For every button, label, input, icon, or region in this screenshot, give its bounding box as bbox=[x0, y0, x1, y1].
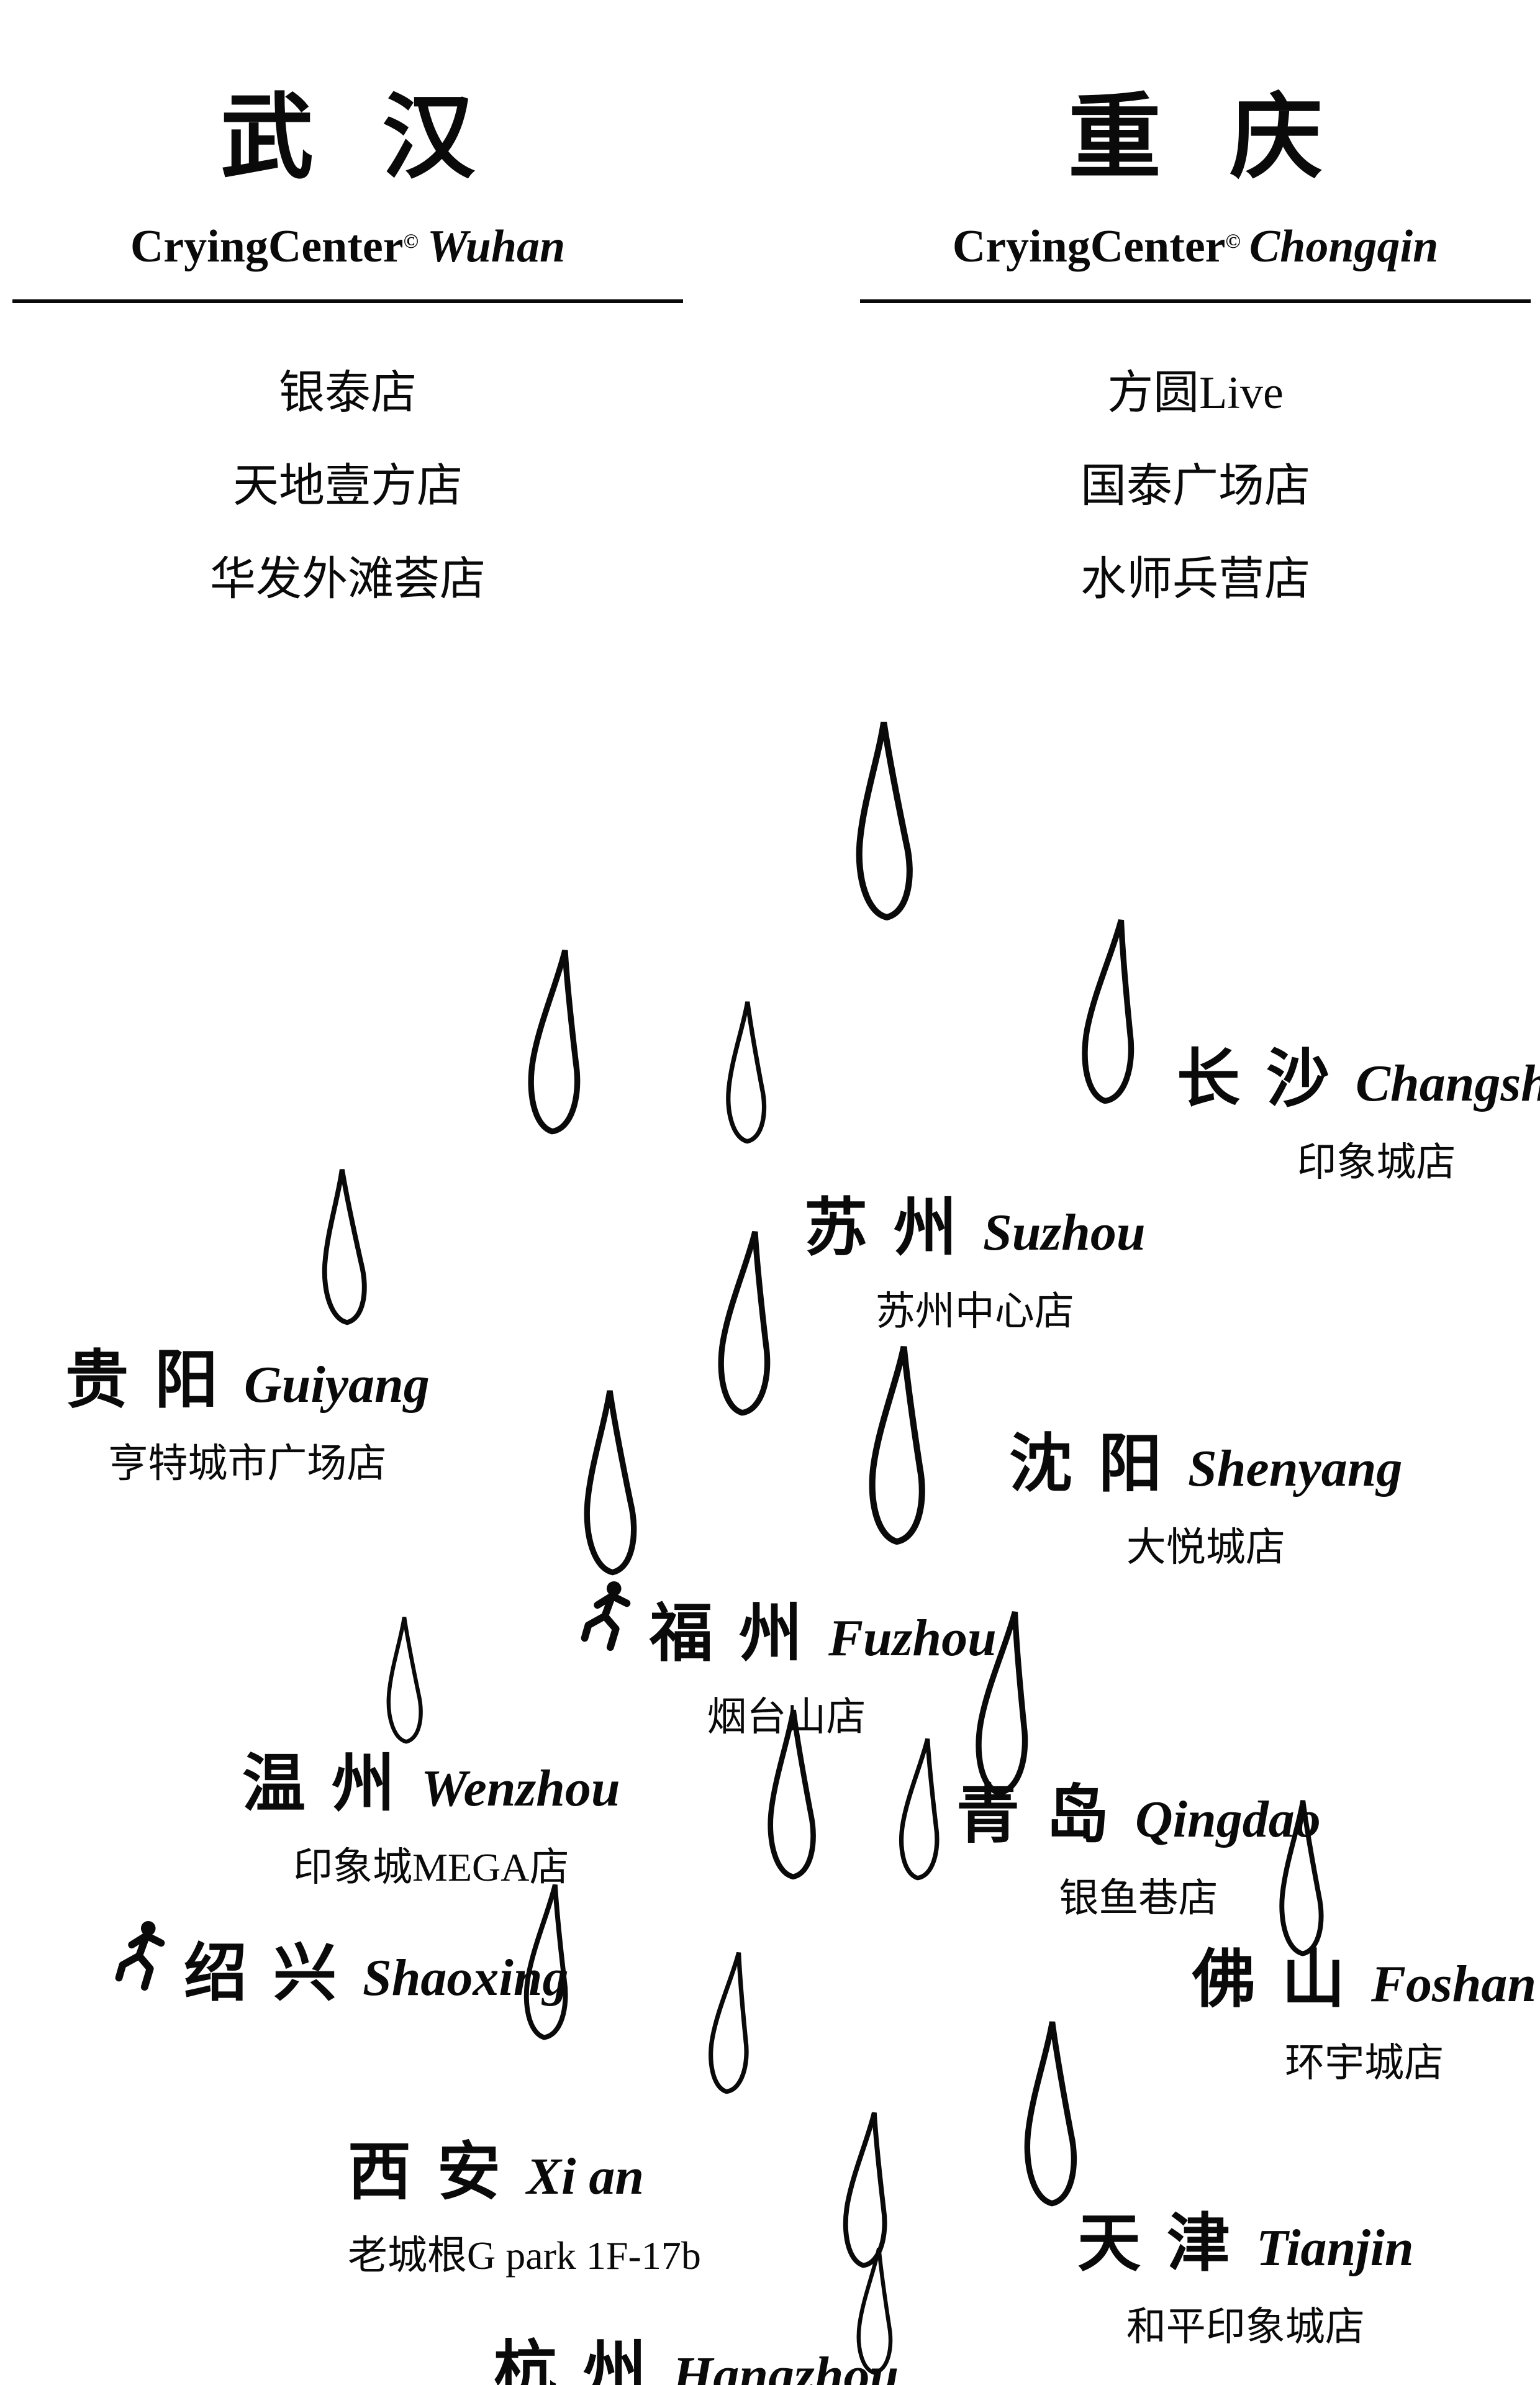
teardrop-icon bbox=[371, 1610, 435, 1750]
brand-city-name: Wuhan bbox=[427, 221, 566, 272]
city-name: 贵阳Guiyang bbox=[65, 1329, 430, 1420]
city-store: 印象城店 bbox=[1297, 1140, 1456, 1184]
city-store: 苏州中心店 bbox=[875, 1289, 1074, 1333]
header-wuhan: 武汉 CryingCenter© Wuhan bbox=[12, 62, 683, 308]
teardrop-icon bbox=[1063, 911, 1156, 1112]
city-name-en: Qingdao bbox=[1135, 1791, 1321, 1848]
city-store: 烟台山店 bbox=[707, 1695, 866, 1739]
city-name-cn: 贵阳 bbox=[65, 1346, 244, 1416]
city-entry-shenyang: 沈阳Shenyang 大悦城店 bbox=[1009, 1413, 1402, 1573]
city-name-en: Changsha bbox=[1356, 1055, 1540, 1112]
city-name: 绍兴Shaoxing bbox=[111, 1922, 569, 2014]
city-entry-guiyang: 贵阳Guiyang 亨特城市广场店 bbox=[65, 1329, 430, 1489]
city-store: 印象城MEGA店 bbox=[293, 1845, 569, 1889]
city-entry-tianjin: 天津Tianjin 和平印象城店 bbox=[1077, 2192, 1414, 2352]
store-list-item: 方圆Live bbox=[1107, 368, 1284, 419]
city-name-cn: 福州 bbox=[650, 1599, 828, 1670]
copyright-mark: © bbox=[403, 230, 419, 253]
city-name: 天津Tianjin bbox=[1077, 2192, 1414, 2284]
city-name-en: Suzhou bbox=[983, 1204, 1146, 1261]
crying-figure-icon bbox=[111, 1919, 168, 1992]
city-name-cn: 杭州 bbox=[494, 2337, 673, 2385]
city-name-en: Guiyang bbox=[244, 1356, 430, 1414]
store-list-item: 水师兵营店 bbox=[1080, 554, 1310, 605]
brand-name: CryingCenter bbox=[952, 221, 1226, 272]
teardrop-icon bbox=[1003, 2014, 1094, 2214]
city-name: 西安Xi an bbox=[348, 2121, 701, 2212]
teardrop-icon bbox=[852, 1338, 941, 1551]
brand-line: CryingCenter© Wuhan bbox=[12, 220, 683, 273]
city-name-cn: 西安 bbox=[348, 2138, 527, 2208]
city-entry-hangzhou: 杭州Hangzhou bbox=[494, 2320, 899, 2385]
header-city-title: 武汉 bbox=[220, 87, 543, 190]
city-name: 佛山Foshan bbox=[1192, 1928, 1536, 2020]
header-divider bbox=[860, 299, 1531, 303]
city-name: 杭州Hangzhou bbox=[494, 2320, 899, 2385]
city-name-en: Foshan bbox=[1371, 1955, 1537, 2013]
city-name-en: Fuzhou bbox=[828, 1609, 997, 1667]
city-entry-wenzhou: 温州Wenzhou 印象城MEGA店 bbox=[242, 1733, 620, 1892]
city-store: 银鱼巷店 bbox=[1059, 1876, 1218, 1920]
city-entry-fuzhou: 福州Fuzhou 烟台山店 bbox=[576, 1583, 997, 1742]
chongqin-store-list: 方圆Live 国泰广场店 水师兵营店 bbox=[860, 347, 1531, 626]
city-name-cn: 绍兴 bbox=[184, 1939, 363, 2009]
city-name-en: Xi an bbox=[527, 2148, 645, 2206]
city-name-en: Shenyang bbox=[1188, 1440, 1403, 1497]
city-name: 长沙Changsha bbox=[1177, 1028, 1540, 1119]
copyright-mark: © bbox=[1225, 230, 1241, 253]
city-name-cn: 沈阳 bbox=[1009, 1430, 1188, 1500]
city-entry-xian: 西安Xi an 老城根G park 1F-17b bbox=[348, 2121, 701, 2281]
store-list-item: 天地壹方店 bbox=[233, 461, 463, 512]
city-name: 沈阳Shenyang bbox=[1009, 1413, 1402, 1504]
city-name-cn: 青岛 bbox=[956, 1781, 1135, 1851]
city-name-cn: 佛山 bbox=[1192, 1945, 1371, 2015]
store-list-item: 国泰广场店 bbox=[1080, 461, 1310, 512]
city-name-cn: 温州 bbox=[242, 1750, 421, 1820]
city-name-en: Shaoxing bbox=[363, 1949, 569, 2007]
teardrop-icon bbox=[700, 1223, 790, 1423]
city-name: 福州Fuzhou bbox=[576, 1583, 997, 1674]
brand-city-name: Chongqin bbox=[1249, 221, 1439, 272]
city-name: 苏州Suzhou bbox=[804, 1177, 1146, 1268]
city-name-en: Tianjin bbox=[1256, 2219, 1414, 2277]
city-name-cn: 天津 bbox=[1077, 2209, 1256, 2279]
city-store: 老城根G park 1F-17b bbox=[348, 2233, 701, 2278]
city-name: 温州Wenzhou bbox=[242, 1733, 620, 1824]
teardrop-icon bbox=[710, 995, 779, 1149]
wuhan-store-list: 银泰店 天地壹方店 华发外滩荟店 bbox=[12, 347, 683, 626]
city-store: 环宇城店 bbox=[1285, 2041, 1444, 2085]
header-chongqin: 重庆 CryingCenter© Chongqin bbox=[860, 62, 1531, 308]
city-entry-shaoxing: 绍兴Shaoxing bbox=[111, 1922, 569, 2014]
city-name-en: Hangzhou bbox=[673, 2346, 899, 2385]
city-store: 亨特城市广场店 bbox=[108, 1442, 387, 1486]
store-list-item: 华发外滩荟店 bbox=[210, 554, 486, 605]
city-entry-changsha: 长沙Changsha 印象城店 bbox=[1177, 1028, 1540, 1188]
city-name-cn: 长沙 bbox=[1177, 1045, 1356, 1115]
teardrop-icon bbox=[301, 1161, 383, 1332]
city-entry-suzhou: 苏州Suzhou 苏州中心店 bbox=[804, 1177, 1146, 1337]
city-name-en: Wenzhou bbox=[421, 1760, 620, 1817]
brand-name: CryingCenter bbox=[130, 221, 404, 272]
teardrop-icon bbox=[831, 712, 932, 929]
city-name-cn: 苏州 bbox=[804, 1194, 983, 1264]
brand-line: CryingCenter© Chongqin bbox=[860, 220, 1531, 273]
teardrop-icon bbox=[510, 942, 600, 1142]
city-entry-qingdao: 青岛Qingdao 银鱼巷店 bbox=[956, 1764, 1321, 1924]
city-store: 大悦城店 bbox=[1126, 1525, 1285, 1570]
city-entry-foshan: 佛山Foshan 环宇城店 bbox=[1192, 1928, 1536, 2088]
store-list-item: 银泰店 bbox=[279, 368, 417, 419]
city-store: 和平印象城店 bbox=[1126, 2305, 1365, 2349]
city-name: 青岛Qingdao bbox=[956, 1764, 1321, 1855]
crying-figure-icon bbox=[576, 1579, 633, 1653]
teardrop-icon bbox=[694, 1945, 766, 2100]
header-city-title: 重庆 bbox=[1067, 87, 1391, 190]
teardrop-icon bbox=[561, 1382, 654, 1584]
header-divider bbox=[12, 299, 683, 303]
teardrop-icon bbox=[886, 1732, 954, 1886]
